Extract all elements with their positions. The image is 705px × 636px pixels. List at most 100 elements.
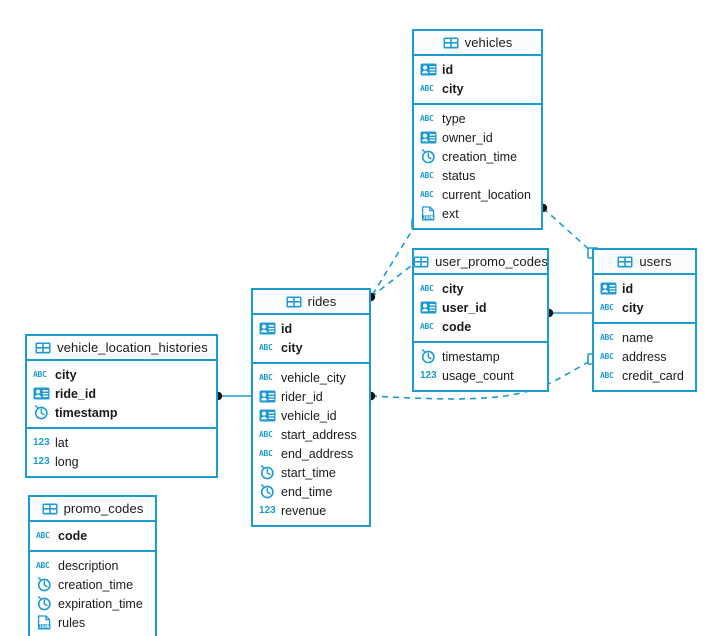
clock-icon	[36, 577, 53, 592]
table-header-vehicles[interactable]: vehicles	[414, 31, 541, 56]
column-user_promo_codes-timestamp[interactable]: timestamp	[414, 347, 547, 366]
key-column-vehicle_location_histories-timestamp[interactable]: timestamp	[27, 403, 216, 422]
key-column-user_promo_codes-user_id[interactable]: user_id	[414, 298, 547, 317]
table-name-vehicles: vehicles	[464, 35, 513, 50]
table-header-vehicle_location_histories[interactable]: vehicle_location_histories	[27, 336, 216, 361]
key-column-rides-id[interactable]: id	[253, 319, 369, 338]
table-header-users[interactable]: users	[594, 250, 695, 275]
column-promo_codes-creation_time[interactable]: creation_time	[30, 575, 155, 594]
column-label: revenue	[281, 503, 327, 518]
contact-card-icon	[420, 301, 437, 314]
column-label: ext	[442, 206, 459, 221]
column-label: vehicle_city	[281, 370, 346, 385]
column-label: vehicle_id	[281, 408, 337, 423]
table-header-user_promo_codes[interactable]: user_promo_codes	[413, 250, 548, 275]
column-rides-start_time[interactable]: start_time	[253, 463, 369, 482]
abc-text-icon: ABC	[420, 113, 434, 123]
svg-text:JSON: JSON	[423, 215, 434, 221]
table-name-rides: rides	[307, 294, 337, 309]
contact-card-icon	[259, 322, 276, 335]
column-label: creation_time	[58, 577, 134, 592]
key-column-vehicle_location_histories-city[interactable]: ABC city	[27, 365, 216, 384]
relationship-rides-user_promo_codes[interactable]	[370, 261, 417, 298]
relationship-vehicles-users[interactable]	[542, 207, 594, 254]
column-label: long	[55, 454, 79, 469]
table-name-promo_codes: promo_codes	[63, 501, 144, 516]
column-label: rules	[58, 615, 86, 630]
column-label: code	[58, 528, 88, 543]
column-rides-vehicle_id[interactable]: vehicle_id	[253, 406, 369, 425]
column-label: credit_card	[622, 368, 684, 383]
column-label: end_address	[281, 446, 354, 461]
abc-text-icon: ABC	[600, 351, 614, 361]
contact-card-icon	[259, 409, 276, 422]
column-vehicles-ext[interactable]: JSON ext	[414, 204, 541, 223]
column-label: city	[281, 340, 303, 355]
abc-text-icon: ABC	[420, 189, 434, 199]
key-column-vehicles-id[interactable]: id	[414, 60, 541, 79]
key-column-users-id[interactable]: id	[594, 279, 695, 298]
column-vehicles-owner_id[interactable]: owner_id	[414, 128, 541, 147]
clock-icon	[420, 349, 437, 364]
column-promo_codes-expiration_time[interactable]: expiration_time	[30, 594, 155, 613]
abc-text-icon: ABC	[600, 370, 614, 380]
column-label: end_time	[281, 484, 333, 499]
number-123-icon: 123	[33, 436, 50, 448]
table-name-vehicle_location_histories: vehicle_location_histories	[57, 340, 208, 355]
column-vehicle_location_histories-lat[interactable]: 123 lat	[27, 433, 216, 452]
table-grid-icon	[35, 342, 51, 354]
column-label: rider_id	[281, 389, 323, 404]
clock-icon	[259, 484, 276, 499]
contact-card-icon	[33, 387, 50, 400]
abc-text-icon: ABC	[420, 321, 434, 331]
key-column-vehicle_location_histories-ride_id[interactable]: ride_id	[27, 384, 216, 403]
json-document-icon: JSON	[420, 206, 437, 221]
column-vehicles-creation_time[interactable]: creation_time	[414, 147, 541, 166]
column-label: lat	[55, 435, 69, 450]
column-rides-rider_id[interactable]: rider_id	[253, 387, 369, 406]
column-label: city	[442, 281, 464, 296]
column-label: ride_id	[55, 386, 96, 401]
abc-text-icon: ABC	[420, 83, 434, 93]
abc-text-icon: ABC	[36, 560, 50, 570]
table-header-rides[interactable]: rides	[253, 290, 369, 315]
column-rides-end_time[interactable]: end_time	[253, 482, 369, 501]
table-header-promo_codes[interactable]: promo_codes	[30, 497, 155, 522]
column-label: city	[55, 367, 77, 382]
abc-text-icon: ABC	[33, 369, 47, 379]
column-users-credit_card[interactable]: ABC credit_card	[594, 366, 695, 385]
abc-text-icon: ABC	[259, 429, 273, 439]
relationship-vehicles-rides[interactable]	[370, 223, 417, 298]
